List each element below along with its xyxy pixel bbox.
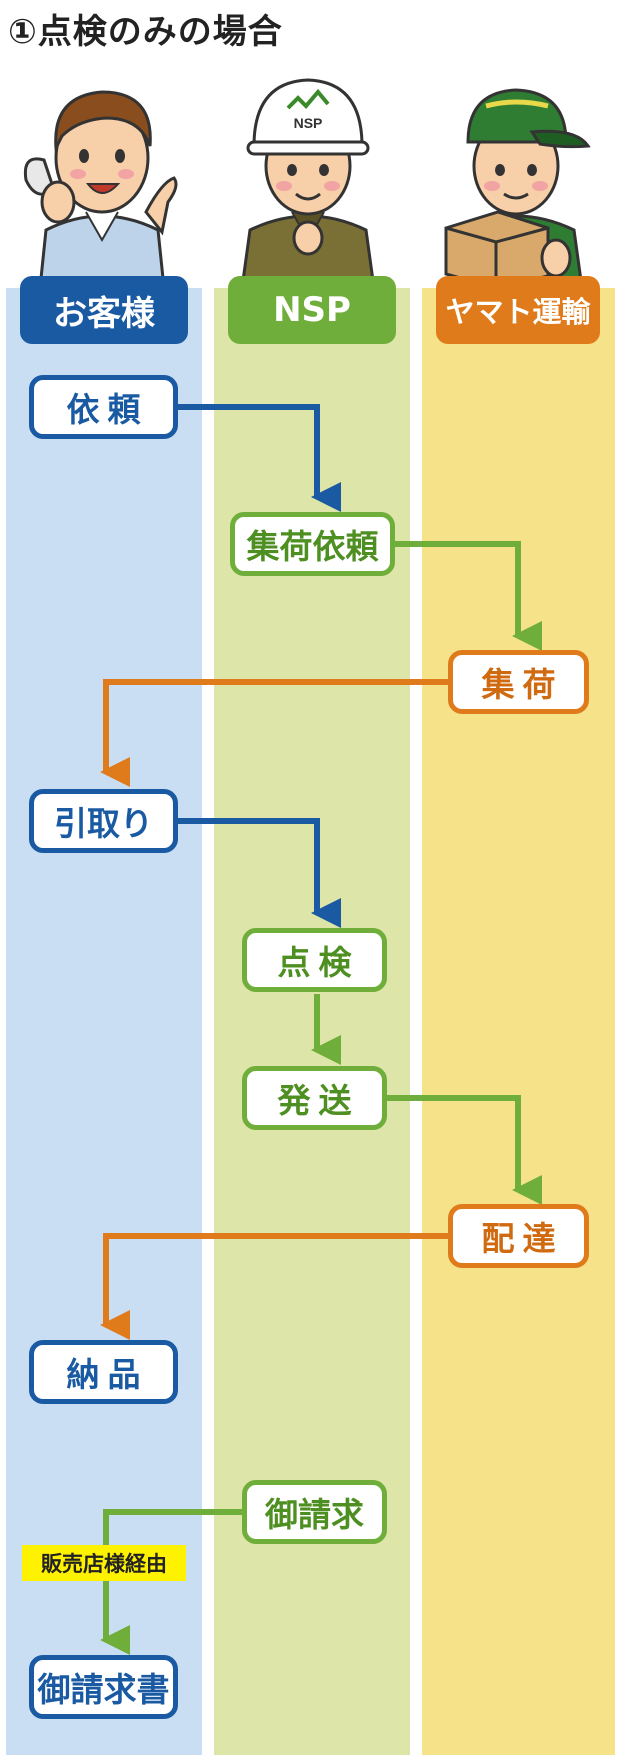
arrow-pickup-request-to-pickup [395, 541, 542, 651]
step-inspection: 点検 [242, 928, 387, 992]
arrow-shipping-to-delivery [387, 1095, 542, 1205]
lane-yamato [422, 288, 615, 1755]
nsp-worker-illustration: NSP [240, 78, 376, 288]
arrow-billing-to-invoice [100, 1509, 242, 1655]
lane-header-yamato: ヤマト運輸 [436, 276, 600, 344]
step-request: 依頼 [29, 375, 178, 439]
helmet-logo-text: NSP [294, 115, 323, 131]
yamato-driver-illustration [444, 88, 591, 288]
lane-header-customer: お客様 [20, 276, 188, 344]
step-pickup-request: 集荷依頼 [230, 512, 395, 576]
lane-header-nsp: NSP [228, 276, 396, 344]
step-invoice: 御請求書 [29, 1655, 178, 1719]
customer-character-illustration [23, 90, 178, 288]
page-title: ①点検のみの場合 [8, 12, 283, 52]
arrow-request-to-pickup-request [178, 404, 341, 512]
step-delivery: 配達 [448, 1204, 589, 1268]
step-shipping: 発送 [242, 1066, 387, 1130]
step-pickup: 集荷 [448, 650, 589, 714]
via-dealer-label: 販売店様経由 [22, 1545, 186, 1581]
arrow-collection-to-inspection [178, 818, 341, 928]
step-receipt: 納品 [29, 1340, 178, 1404]
step-collection: 引取り [29, 789, 178, 853]
arrow-delivery-to-receipt [100, 1233, 448, 1340]
step-billing: 御請求 [242, 1480, 387, 1544]
arrow-pickup-to-collection [100, 679, 448, 787]
